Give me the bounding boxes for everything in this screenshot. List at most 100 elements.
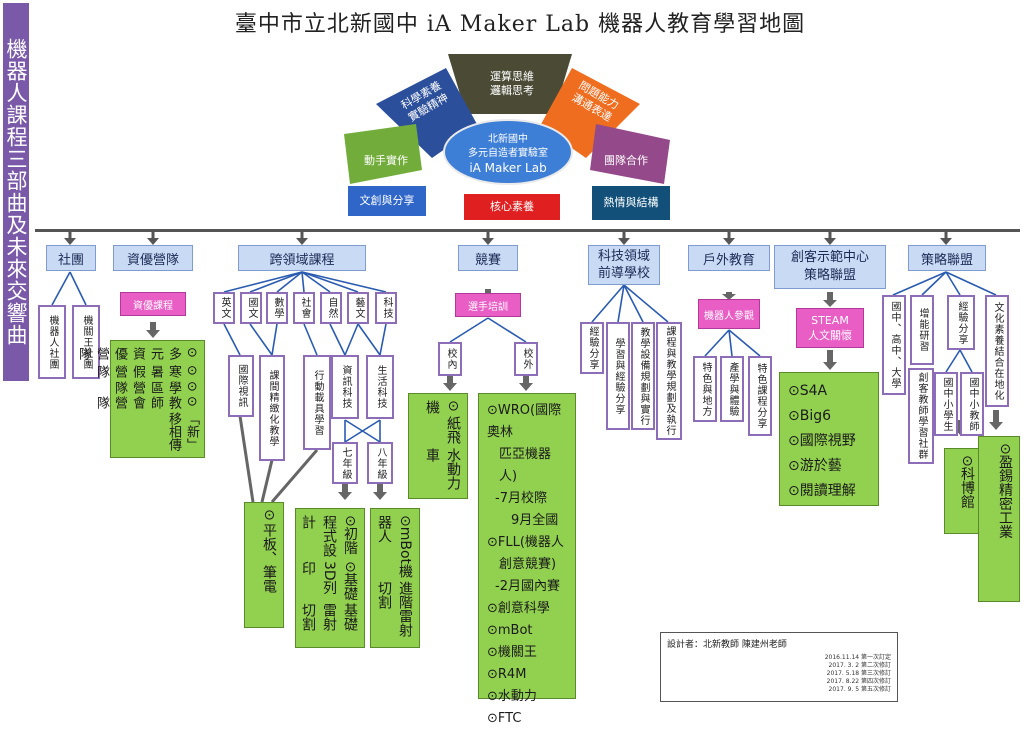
fan-mid-right: 團隊合作 (604, 154, 648, 167)
revision-line: 2017. 9. 5 第五次修訂 (828, 686, 891, 693)
alliance-green-industry: ⊙盈錫精密工業 (978, 436, 1020, 602)
category-outdoor: 戶外教育 (688, 245, 770, 271)
page-title: 臺中市立北新國中 iA Maker Lab 機器人教育學習地圖 (234, 12, 806, 37)
compete-out-line: ⊙創意科學 (487, 601, 550, 616)
fan-top-shape (448, 54, 572, 114)
grade7-line: ⊙基礎3D列印 (300, 560, 358, 601)
designer-credit: 設計者：北新教師 陳建州老師 (667, 640, 787, 650)
compete-out-line: -7月校際 (495, 491, 547, 506)
outdoor-item: 產學與體驗 (720, 356, 744, 422)
fan-mid-right-shape (590, 124, 670, 184)
core-diagram (344, 54, 670, 185)
compete-green-out: ⊙WRO(國際奧林 匹亞機器人) -7月校際 9月全國 ⊙FLL(機器人 創意競… (478, 393, 576, 726)
pilot-item: 學習與經驗分享 (606, 322, 630, 430)
subject-box: 數學 (266, 292, 288, 324)
subject-box: 英文 (213, 292, 235, 324)
cross-mid-box: 生活科技 (366, 355, 394, 419)
main-divider (35, 229, 1020, 232)
category-pilot: 科技領域 前導學校 (588, 245, 660, 285)
maker-line: ⊙國際視野 (788, 433, 856, 449)
tablet-line: ⊙ (261, 509, 277, 521)
category-gifted: 資優營隊 (113, 245, 193, 271)
subject-box: 國文 (240, 292, 262, 324)
compete-out-line: 匹亞機器人) (499, 447, 552, 484)
maker-line: ⊙閱讀理解 (788, 483, 856, 499)
compete-out: 校外 (514, 342, 538, 376)
cross-mid-box: 國際視訊 (228, 355, 254, 417)
gifted-course: 資優課程 (120, 292, 186, 316)
gifted-green-box: ⊙多元資優營隊 ⊙寒暑假營隊 ⊙學區營隊 ⊙教師會營隊 「新」移相傳 (76, 340, 205, 458)
credit-box: 設計者：北新教師 陳建州老師 2016.11.14 第一次訂定 2017. 3.… (660, 632, 898, 702)
fan-low-right: 熱情與結構 (592, 186, 670, 220)
fan-mid-left-shape (344, 124, 422, 184)
alliance-item: 增能研習 (910, 295, 934, 365)
core-ellipse (443, 119, 573, 185)
cross-mid-box: 資訊科技 (331, 355, 359, 419)
pilot-item: 經驗分享 (580, 322, 604, 374)
alliance-green-line: ⊙科博館 (959, 455, 975, 509)
cross-green-grade7: ⊙初階程式設計 ⊙基礎3D列印 基礎雷射切割 (295, 508, 365, 648)
alliance-item: 文化素養結合在地化 (985, 295, 1009, 407)
subject-box: 社會 (293, 292, 315, 324)
maker-sub: STEAM 人文關懷 (796, 308, 864, 348)
pilot-item: 課程與教學規劃及執行 (656, 322, 682, 440)
gifted-line: ⊙教師會營隊 (94, 396, 199, 410)
category-compete: 競賽 (458, 245, 518, 271)
subject-box: 科技 (375, 292, 397, 324)
fan-low-center: 核心素養 (464, 194, 560, 220)
outdoor-item: 特色課程分享 (748, 356, 772, 436)
maker-green: ⊙S4A ⊙Big6 ⊙國際視野 ⊙游於藝 ⊙閱讀理解 (779, 372, 879, 506)
fan-low-left: 文創與分享 (348, 186, 426, 216)
category-cross: 跨領域課程 (238, 245, 366, 271)
compete-out-line: -2月國內賽 (495, 579, 560, 594)
core-line1: 北新國中 (488, 134, 528, 145)
core-line2: 多元自造者實驗室 (468, 148, 548, 159)
subject-box: 自然 (320, 292, 342, 324)
alliance-sub: 國中小學生 (934, 372, 958, 436)
compete-out-line: ⊙機關王 (487, 645, 537, 660)
sidebar-title: 機器人課程三部曲及未來交響曲 (3, 3, 29, 381)
alliance-green-line: ⊙盈錫精密工業 (997, 443, 1013, 539)
subject-box: 藝文 (347, 292, 369, 324)
core-line3: iA Maker Lab (469, 161, 547, 175)
revision-line: 2017. 3. 2 第二次修訂 (828, 662, 891, 669)
revision-line: 2017. 8.22 第四次修訂 (826, 678, 891, 685)
outdoor-sub: 機器人參觀 (698, 299, 760, 329)
fan-mid-left: 動手實作 (364, 154, 408, 167)
gifted-line: ⊙寒暑假營隊 (94, 365, 199, 379)
alliance-item: 經驗分享 (947, 295, 975, 350)
compete-in-line: ⊙ 紙飛機 (424, 400, 461, 445)
gifted-line: ⊙多元資優營隊 (76, 347, 199, 360)
compete-out-line: 創意競賽) (499, 557, 557, 572)
fan-upper-right-shape (540, 68, 640, 158)
alliance-green-museum: ⊙科博館 (944, 448, 982, 534)
revision-line: 2017. 5.18 第三次修訂 (826, 670, 891, 677)
compete-sub: 選手培訓 (455, 293, 521, 317)
maker-line: ⊙S4A (788, 383, 828, 399)
tablet-line: 平板、筆電 (261, 522, 277, 593)
compete-out-line: ⊙FTC (487, 711, 522, 726)
club-item: 機關王社團 (72, 305, 100, 379)
alliance-sub: 國中小教師 (960, 372, 984, 436)
fan-top: 運算思維 邏輯思考 (490, 70, 534, 97)
compete-out-line: ⊙WRO(國際奧林 (487, 403, 562, 440)
gifted-line: 「新」移相傳 (166, 412, 199, 451)
revision-line: 2016.11.14 第一次訂定 (824, 654, 891, 661)
alliance-sub: 創客教師學習社群 (908, 368, 934, 464)
maker-line: ⊙Big6 (788, 408, 832, 424)
grade-box: 七年級 (332, 442, 358, 484)
compete-out-line: ⊙mBot (487, 623, 533, 638)
cross-green-grade8: ⊙mBot機器人 進階雷射切割 (370, 508, 420, 648)
grade7-line: 基礎雷射切割 (300, 602, 358, 631)
category-maker: 創客示範中心 策略聯盟 (774, 245, 886, 289)
compete-out-line: ⊙水動力 (487, 689, 537, 704)
cross-green-tablet: ⊙ 平板、筆電 (244, 502, 284, 628)
connector-lines (51, 232, 1003, 503)
grade7-line: ⊙初階程式設計 (300, 515, 358, 557)
outdoor-item: 特色與地方 (693, 356, 717, 422)
grade8-line: 進階雷射切割 (376, 581, 413, 638)
compete-in: 校內 (438, 342, 462, 376)
pilot-item: 教學設備規劃與實行 (631, 322, 655, 430)
grade8-line: ⊙mBot機器人 (376, 515, 413, 579)
compete-green-in: ⊙ 紙飛機 水動力車 (408, 393, 468, 499)
